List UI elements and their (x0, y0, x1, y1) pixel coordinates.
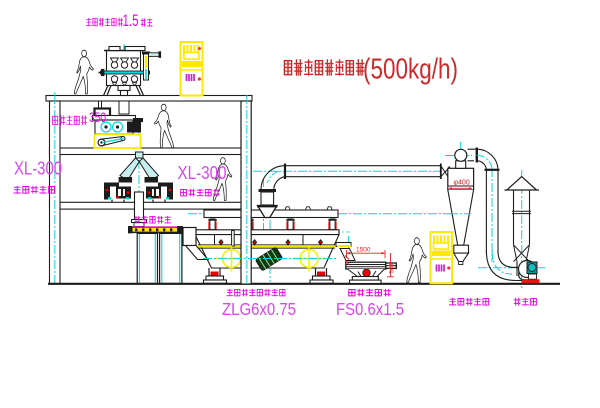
svg-text:φ400: φ400 (454, 180, 470, 187)
svg-text:XL-300: XL-300 (14, 159, 62, 179)
svg-text:1500: 1500 (356, 247, 371, 254)
svg-text:(500kg/h): (500kg/h) (363, 54, 458, 86)
svg-text:ZLG6x0.75: ZLG6x0.75 (222, 299, 296, 319)
svg-text:XL-300: XL-300 (178, 163, 227, 183)
svg-text:FS0.6x1.5: FS0.6x1.5 (336, 299, 404, 319)
svg-text:350: 350 (89, 109, 106, 125)
svg-text:548: 548 (390, 263, 396, 274)
svg-text:1.5: 1.5 (123, 11, 139, 30)
